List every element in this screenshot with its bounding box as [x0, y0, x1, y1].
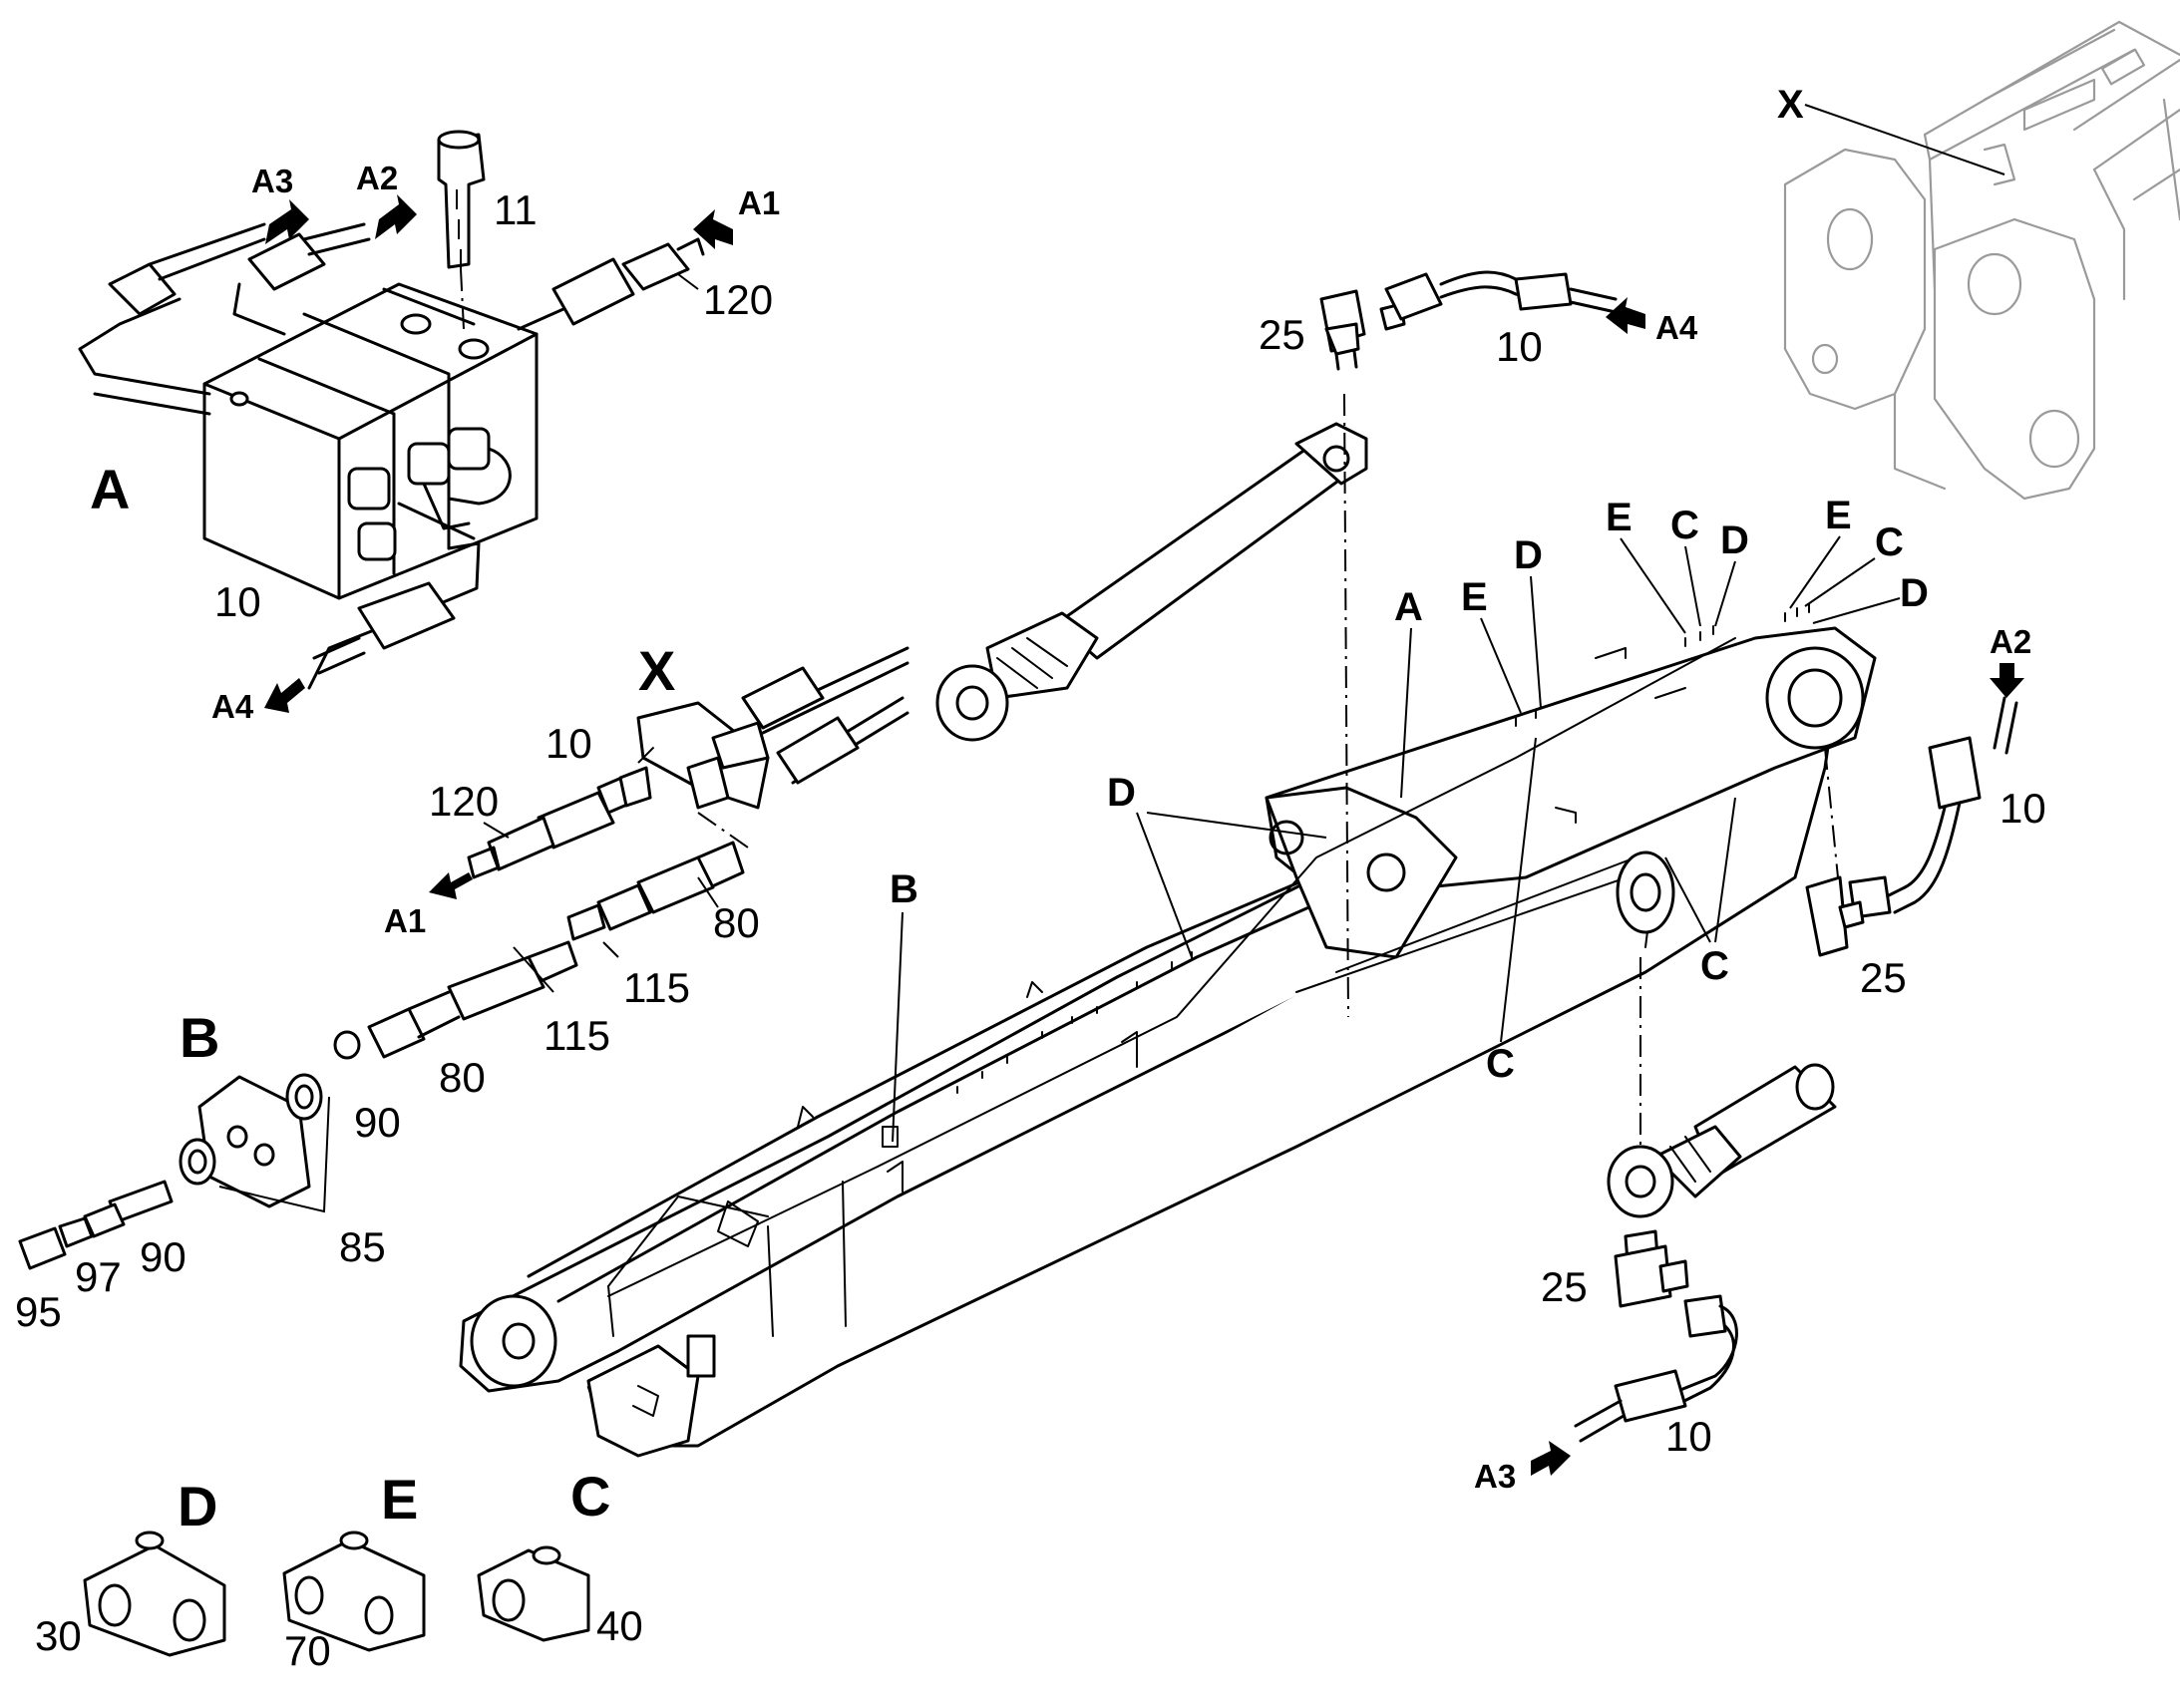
clamp-c: C 40 — [477, 1465, 643, 1649]
right-fitting-port-a2: A2 — [1990, 623, 2031, 660]
inset-x-label: X — [1777, 83, 1804, 127]
top-fitting: 25 10 A4 — [1259, 270, 1698, 1018]
detail-x-port-a1: A1 — [384, 902, 426, 939]
right-fitting-num-10: 10 — [1999, 785, 2046, 832]
clamp-d-num: 30 — [35, 1612, 82, 1659]
callout-c-top: C — [1670, 504, 1699, 547]
clamp-e: E 70 — [282, 1468, 426, 1674]
upper-cylinder — [935, 422, 1368, 742]
detail-b-num-95: 95 — [15, 1288, 62, 1335]
callout-e-end: E — [1825, 494, 1852, 537]
right-fitting: A2 10 25 — [1805, 623, 2046, 1001]
detail-a-port-a1: A1 — [738, 184, 780, 221]
detail-x-num-80-upper: 80 — [713, 899, 760, 946]
detail-x-num-80-lower: 80 — [439, 1054, 486, 1101]
detail-a-port-a3: A3 — [251, 163, 293, 199]
detail-a-valve-block: A 10 11 120 A1 A2 A3 A4 — [78, 130, 780, 725]
clamp-c-letter: C — [570, 1465, 610, 1528]
callout-d-top: D — [1720, 518, 1749, 562]
top-fitting-num-10: 10 — [1496, 323, 1543, 370]
right-fitting-num-25: 25 — [1860, 954, 1907, 1001]
detail-a-fitting-num: 120 — [703, 276, 773, 323]
boom-assembly — [459, 603, 1877, 1458]
detail-b-num-90: 90 — [140, 1233, 186, 1280]
bottom-fitting-num-10: 10 — [1665, 1413, 1712, 1460]
callout-d-mid: D — [1514, 533, 1543, 577]
callout-c-right: C — [1700, 944, 1729, 988]
bottom-fitting-num-25: 25 — [1541, 1263, 1588, 1310]
detail-x-title: X — [638, 639, 675, 702]
callout-d-end: D — [1900, 571, 1929, 615]
clamp-e-letter: E — [381, 1468, 418, 1531]
clamp-d: D 30 — [35, 1475, 226, 1659]
clamp-e-num: 70 — [284, 1627, 331, 1674]
detail-a-screw-num: 11 — [494, 186, 538, 233]
top-fitting-num-25: 25 — [1259, 311, 1305, 358]
callout-e-mid: E — [1461, 575, 1488, 619]
detail-b-title: B — [180, 1006, 219, 1069]
detail-x-fitting-stack: X 10 120 — [333, 639, 909, 1146]
callout-c-left: C — [1486, 1042, 1515, 1086]
detail-b-num-97: 97 — [75, 1253, 122, 1300]
detail-a-block-num: 10 — [214, 578, 261, 625]
callout-e-top: E — [1606, 496, 1633, 539]
detail-b-num-85: 85 — [339, 1223, 386, 1270]
bottom-fitting-port-a3: A3 — [1474, 1458, 1516, 1495]
clamp-c-num: 40 — [596, 1602, 643, 1649]
detail-x-num-90: 90 — [354, 1099, 401, 1146]
detail-a-port-a2: A2 — [356, 160, 398, 196]
callout-a: A — [1394, 585, 1423, 629]
clamp-d-letter: D — [178, 1475, 217, 1537]
bottom-fitting: 25 10 A3 — [1474, 957, 1738, 1495]
detail-x-num-115-lower: 115 — [544, 1012, 610, 1059]
callout-b: B — [890, 867, 918, 911]
callout-d-left: D — [1107, 771, 1136, 815]
top-fitting-port-a4: A4 — [1655, 309, 1698, 346]
detail-x-num-120: 120 — [429, 778, 499, 825]
detail-a-port-a4: A4 — [211, 688, 254, 725]
detail-x-num-10: 10 — [545, 720, 592, 767]
boom-callouts: A B D C C E D E C D E C D — [890, 494, 1929, 1143]
lower-cylinder — [1607, 1063, 1837, 1218]
detail-a-title: A — [90, 458, 130, 520]
detail-x-num-115-upper: 115 — [623, 964, 690, 1011]
inset-boom-view: X — [1777, 20, 2180, 501]
detail-b-bulkhead: B 85 90 97 95 — [15, 1006, 386, 1335]
callout-c-end: C — [1875, 520, 1904, 564]
